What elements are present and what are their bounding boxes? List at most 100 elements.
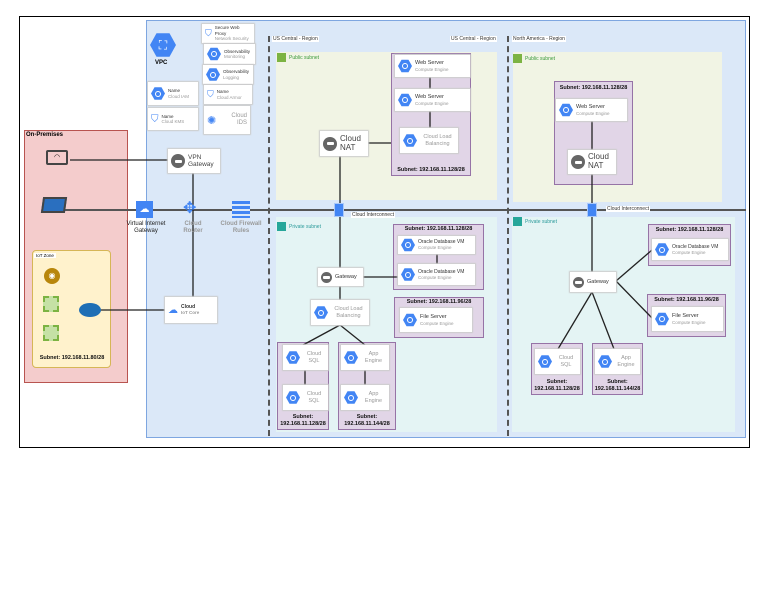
iot-subnet-label: Subnet: 192.168.11.80/28 [39,355,105,361]
cloud-interconnect-icon[interactable] [334,203,344,217]
subnet-label: Subnet: 192.168.11.128/28 [404,226,473,232]
cloud-sql-card[interactable]: Cloud SQL [535,349,580,374]
subnet-label: Subnet: 192.168.11.144/28 [594,379,641,392]
region-divider [507,36,509,436]
gateway-card[interactable]: Gateway [570,272,616,292]
key-icon: ⛉ [151,113,159,125]
card-subtitle: Compute Engine [420,320,454,326]
card-subtitle: Compute Engine [672,319,706,325]
cloud-icon: ☁ [136,201,153,218]
cloud-load-balancing-card[interactable]: Cloud Load Balancing [311,300,369,325]
card-title: Web Server [415,94,444,100]
cloud-nat-icon [323,136,337,151]
subnet-icon [513,54,522,63]
region-label: US Central - Region [450,36,497,42]
cloud-interconnect-label: Cloud Interconnect [606,206,650,212]
compute-engine-icon [398,93,412,107]
card-title: Oracle Database VM [418,239,465,246]
logging-icon [206,68,220,81]
firewall-icon[interactable] [232,201,250,218]
cloud-interconnect-icon[interactable] [587,203,597,217]
card-subtitle: Monitoring [224,54,246,59]
card-title: Gateway [335,273,357,280]
app-engine-card[interactable]: App Engine [341,345,389,370]
cloud-sql-card[interactable]: Cloud SQL [283,345,328,370]
gateway-card[interactable]: Gateway [318,268,363,286]
card-subtitle: Compute Engine [415,66,449,72]
card-subtitle: Compute Engine [415,100,449,106]
card-title: VPN Gateway [188,153,214,168]
card-subtitle: Cloud KMS [161,119,185,124]
card-subtitle: IDS [236,120,247,126]
compute-engine-icon [403,313,417,327]
card-title: Cloud NAT [340,133,361,152]
laptop-icon [40,197,68,213]
vpc-label: VPC [155,60,168,66]
app-engine-card[interactable]: App Engine [595,349,640,374]
card-subtitle: Network Security [214,36,249,42]
private-subnet-label: Private subnet [513,217,557,226]
card-title: Cloud [181,304,196,311]
subnet-icon [277,53,286,62]
subnet-label: Subnet: 192.168.11.128/28 [397,167,465,173]
cloud-sql-card[interactable]: Cloud SQL [283,385,328,410]
router-icon [79,303,101,317]
card-title: Web Server [576,104,605,110]
cloud-firewall-rules-label: Cloud Firewall Rules [220,221,262,234]
app-engine-card[interactable]: App Engine [341,385,389,410]
compute-engine-icon [559,103,573,117]
card-subtitle: Cloud Armor [216,94,242,100]
card-title: App Engine [364,390,383,404]
public-subnet-label: Public subnet [277,53,319,62]
card-subtitle: Compute Engine [576,110,610,116]
card-title: Name [216,89,229,95]
diagram-frame [19,16,750,448]
card-title: Cloud NAT [588,152,609,170]
vpn-gateway-card[interactable]: VPN Gateway [168,149,220,173]
subnet-label-text: Public subnet [289,54,320,61]
na-gw-sql-line [557,291,593,350]
laptop-wifi-icon: ◠ [46,150,68,165]
card-title: Observability [224,48,251,54]
subnet-icon [277,222,286,231]
subnet-label: Subnet: 192.168.11.96/28 [406,299,472,305]
subnet-label: Subnet: 192.168.11.144/28 [344,414,390,427]
subnet-label-text: Private subnet [525,218,557,225]
shield-icon: ⛉ [205,28,212,38]
card-title: Cloud [231,112,247,119]
cloud-load-balancing-card[interactable]: Cloud Load Balancing [400,128,458,153]
subnet-label: Subnet: 192.168.11.128/28 [280,414,326,427]
cloud-nat-card[interactable]: Cloud NAT [568,150,616,174]
card-title: App Engine [617,354,635,368]
armor-icon: ⛉ [207,89,214,99]
card-subtitle: Compute Engine [672,249,706,255]
card-subtitle: Compute Engine [418,274,452,280]
cloud-router-icon[interactable]: ✥ [183,200,197,217]
cloud-interconnect-label: Cloud Interconnect [351,212,395,218]
gateway-icon [321,271,332,283]
card-title: App Engine [364,350,383,364]
card-title: Name [161,113,174,119]
cloud-nat-card[interactable]: Cloud NAT [320,131,368,156]
public-subnet-label: Public subnet [513,54,555,63]
subnet-label-text: Public subnet [525,55,556,62]
card-title: Oracle Database VM [672,243,719,250]
cloud-router-label: Cloud Router [183,221,203,234]
region-label: North America - Region [512,36,566,42]
